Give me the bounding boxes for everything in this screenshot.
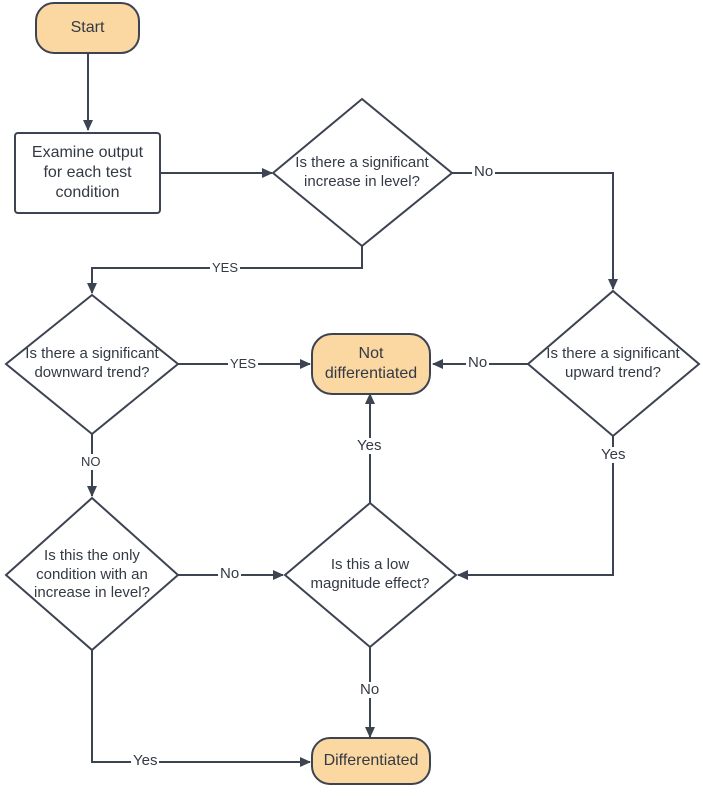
start-label: Start: [70, 19, 105, 36]
low-magnitude-decision: [283, 501, 458, 649]
differentiated-node: [311, 737, 431, 785]
differentiated-label: Differentiated: [323, 752, 419, 769]
not-differentiated-label: Not differentiated: [324, 345, 418, 382]
edge-label-low-no: No: [358, 681, 382, 698]
edge-label-only-yes: Yes: [131, 752, 160, 769]
only-condition-label: Is this the only condition with an incre…: [34, 546, 150, 602]
edge-label-upward-no: No: [466, 354, 490, 371]
edge-increase-no: [452, 172, 618, 290]
examine-node: [14, 132, 161, 214]
edge-label-downward-no: NO: [79, 454, 103, 470]
not-differentiated-node: [311, 333, 431, 395]
edge-only-yes: [91, 650, 311, 767]
start-node: [35, 2, 140, 54]
edge-label-increase-yes: YES: [210, 260, 241, 276]
edge-label-upward-yes: Yes: [599, 446, 628, 463]
increase-decision: [271, 97, 454, 248]
edge-label-low-yes: Yes: [355, 437, 384, 454]
downward-decision: [4, 293, 180, 436]
increase-label: Is there a significant increase in level…: [295, 154, 429, 190]
edge-label-downward-yes: YES: [228, 356, 259, 372]
downward-label: Is there a significant downward trend?: [25, 345, 159, 381]
edge-label-only-no: No: [218, 565, 242, 582]
examine-label: Examine output for each test condition: [31, 144, 144, 201]
low-magnitude-label: Is this a low magnitude effect?: [310, 556, 430, 592]
upward-decision: [526, 289, 701, 438]
edge-upward-yes: [457, 436, 614, 580]
only-condition-decision: [4, 496, 180, 652]
edge-label-increase-no: No: [472, 163, 496, 180]
upward-label: Is there a significant upward trend?: [546, 345, 680, 381]
